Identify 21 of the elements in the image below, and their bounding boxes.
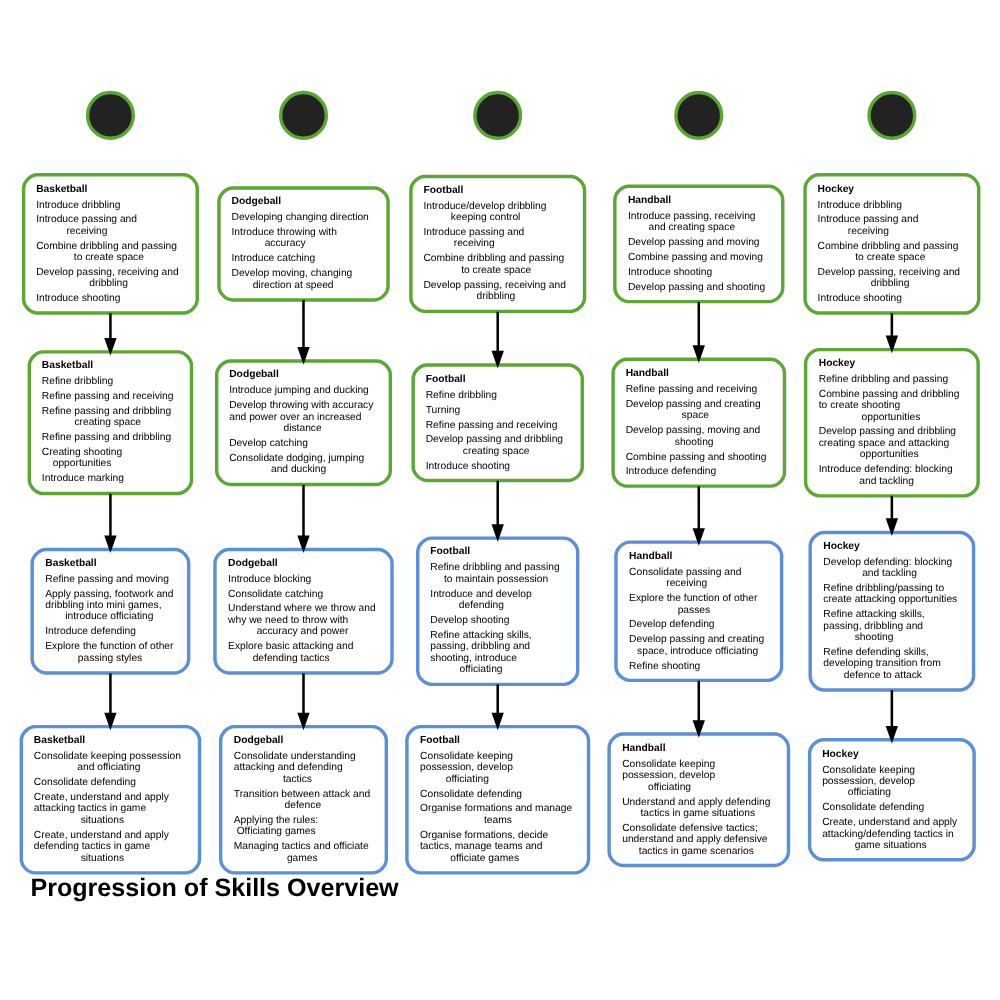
- arrow: [885, 689, 899, 743]
- arrow: [692, 679, 705, 737]
- arrow: [104, 492, 117, 553]
- arrow: [297, 298, 310, 364]
- node-circle: [473, 89, 523, 139]
- arrow: [297, 483, 310, 553]
- arrow: [885, 312, 899, 353]
- node-circle: [85, 89, 135, 139]
- diagram-title: Progression of Skills Overview: [30, 873, 399, 902]
- arrow: [491, 310, 504, 368]
- arrow: [104, 672, 117, 730]
- arrow: [692, 300, 705, 362]
- node-circle: [278, 89, 329, 139]
- node-circle: [867, 89, 917, 139]
- arrow: [885, 494, 899, 535]
- arrow: [491, 479, 504, 541]
- arrow: [491, 683, 504, 730]
- arrow: [692, 485, 705, 545]
- node-circle: [674, 89, 724, 139]
- arrow: [104, 312, 117, 355]
- arrow: [297, 672, 310, 730]
